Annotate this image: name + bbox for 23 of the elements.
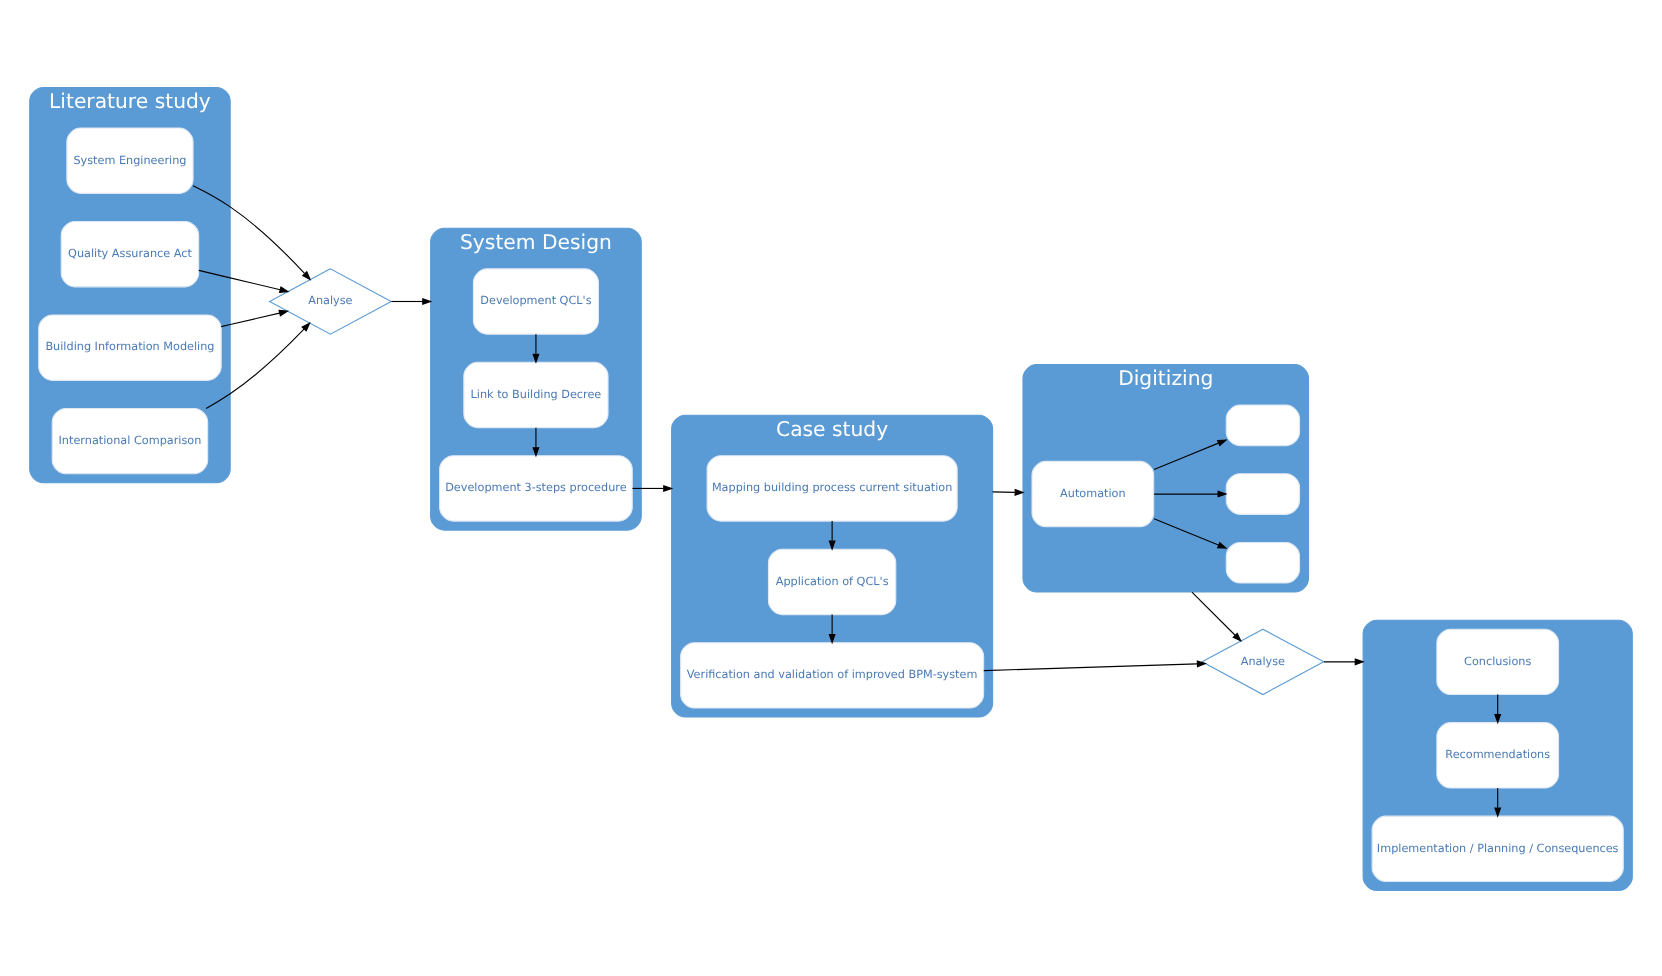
cluster bbox=[1362, 618, 1633, 891]
node-box bbox=[1225, 472, 1301, 514]
arrow bbox=[1494, 786, 1502, 817]
arrow bbox=[532, 426, 540, 457]
arrow bbox=[220, 308, 290, 327]
arrow bbox=[983, 659, 1207, 671]
arrow bbox=[198, 268, 290, 293]
arrow bbox=[192, 184, 312, 280]
arrow bbox=[390, 296, 433, 305]
arrow bbox=[828, 613, 836, 644]
arrow bbox=[992, 487, 1025, 495]
arrow bbox=[205, 321, 311, 408]
arrow bbox=[1153, 517, 1228, 548]
node-box bbox=[1225, 403, 1301, 446]
node-box bbox=[1225, 540, 1301, 583]
arrow bbox=[1153, 489, 1228, 497]
arrow bbox=[1153, 438, 1228, 470]
arrow bbox=[1191, 590, 1242, 642]
arrow bbox=[1494, 692, 1502, 724]
arrow bbox=[532, 332, 540, 363]
arrow bbox=[1323, 657, 1365, 665]
arrow bbox=[828, 519, 836, 550]
arrow bbox=[631, 483, 674, 491]
